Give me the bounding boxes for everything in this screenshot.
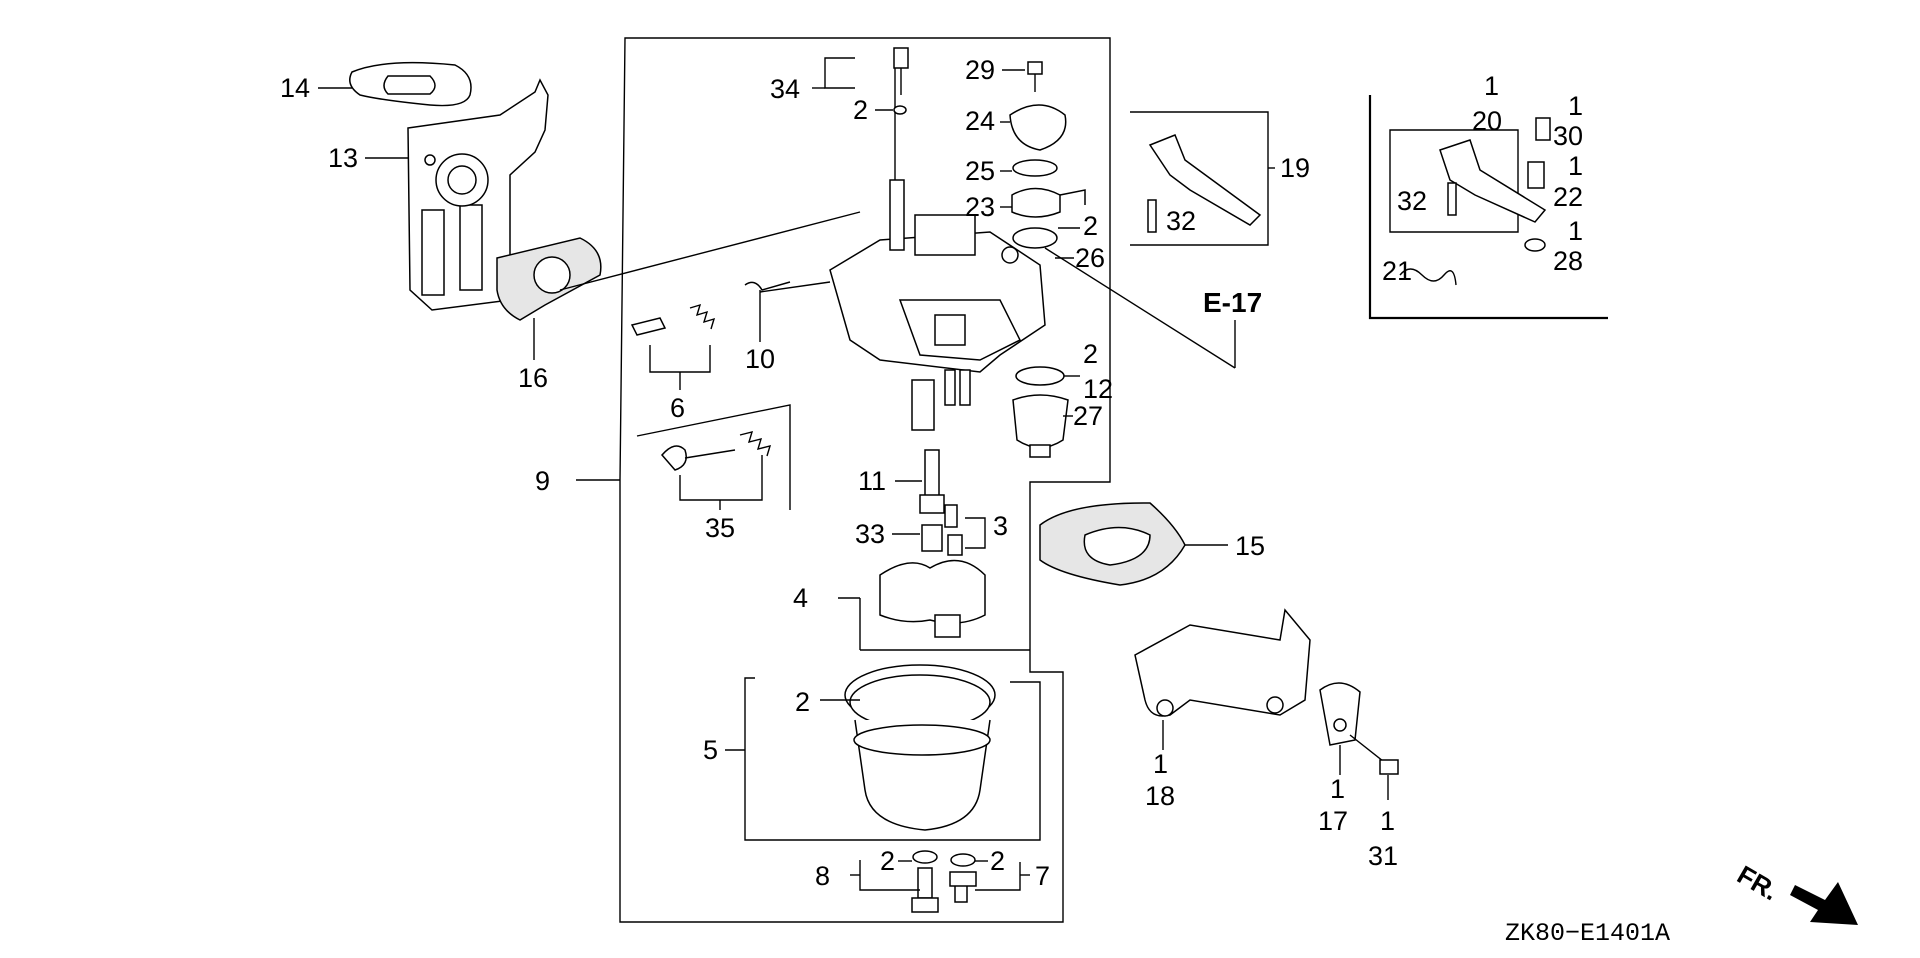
float-valve-27 bbox=[1012, 394, 1069, 458]
callout-20: 20 bbox=[1472, 106, 1502, 136]
callout-25: 25 bbox=[965, 156, 995, 186]
leader-4 bbox=[838, 597, 861, 650]
callout-6: 6 bbox=[670, 393, 685, 423]
assembly-frame bbox=[619, 37, 1111, 923]
pilot-screw-35 bbox=[661, 431, 772, 471]
callout-8: 8 bbox=[815, 861, 830, 891]
group-20-frame bbox=[1368, 95, 1608, 320]
callout-1-g: 1 bbox=[1380, 806, 1395, 836]
callout-28: 28 bbox=[1553, 246, 1583, 276]
callout-1-e: 1 bbox=[1153, 749, 1168, 779]
callout-2-e: 2 bbox=[880, 846, 895, 876]
callout-17: 17 bbox=[1318, 806, 1348, 836]
callout-10: 10 bbox=[745, 344, 775, 374]
callout-2-f: 2 bbox=[990, 846, 1005, 876]
front-label: FR. bbox=[1732, 859, 1783, 906]
callout-11: 11 bbox=[858, 466, 886, 496]
choke-lever-19 bbox=[1147, 134, 1262, 233]
leader-7 bbox=[975, 862, 1021, 891]
idle-screw-6 bbox=[630, 281, 831, 336]
clamp-17 bbox=[1319, 682, 1361, 746]
leader-E17 bbox=[1044, 247, 1236, 369]
callout-34: 34 bbox=[770, 74, 800, 104]
front-direction-arrow bbox=[1790, 882, 1858, 925]
callout-32-a: 32 bbox=[1166, 206, 1196, 236]
callout-12: 12 bbox=[1083, 374, 1113, 404]
float-bowl-5 bbox=[844, 664, 996, 831]
callout-2-d: 2 bbox=[795, 687, 810, 717]
callout-29: 29 bbox=[965, 55, 995, 85]
gasket-15 bbox=[1039, 502, 1186, 586]
leader-6 bbox=[649, 345, 711, 373]
callout-15: 15 bbox=[1235, 531, 1265, 561]
callout-1-f: 1 bbox=[1330, 774, 1345, 804]
callout-30: 30 bbox=[1553, 121, 1583, 151]
callout-16: 16 bbox=[518, 363, 548, 393]
callout-4: 4 bbox=[793, 583, 808, 613]
mounting-bracket-13 bbox=[407, 78, 549, 311]
bolt-31 bbox=[1349, 734, 1399, 775]
callout-1-c: 1 bbox=[1568, 151, 1583, 181]
o-ring-12 bbox=[1015, 366, 1065, 386]
callout-5: 5 bbox=[703, 735, 718, 765]
callout-9: 9 bbox=[535, 466, 550, 496]
callout-33: 33 bbox=[855, 519, 885, 549]
callout-14: 14 bbox=[280, 73, 310, 103]
callout-7: 7 bbox=[1035, 861, 1050, 891]
callout-24: 24 bbox=[965, 106, 995, 136]
callout-2-b: 2 bbox=[1083, 211, 1098, 241]
reference-e17: E-17 bbox=[1203, 287, 1262, 318]
main-jet-11 bbox=[919, 449, 963, 556]
insulator-16 bbox=[496, 211, 861, 321]
callout-27: 27 bbox=[1073, 401, 1103, 431]
callout-26: 26 bbox=[1075, 243, 1105, 273]
callout-32-b: 32 bbox=[1397, 186, 1427, 216]
callout-19: 19 bbox=[1280, 153, 1310, 183]
callout-23: 23 bbox=[965, 192, 995, 222]
callout-2-top: 2 bbox=[853, 95, 868, 125]
float-4 bbox=[879, 559, 986, 638]
callout-35: 35 bbox=[705, 513, 735, 543]
gasket-14 bbox=[349, 61, 472, 107]
leader-35 bbox=[679, 455, 763, 501]
bracket-plate-18 bbox=[1134, 608, 1311, 717]
callout-3: 3 bbox=[993, 511, 1008, 541]
callout-22: 22 bbox=[1553, 182, 1583, 212]
drain-bolts bbox=[911, 850, 977, 913]
callout-21: 21 bbox=[1382, 256, 1412, 286]
leader-3 bbox=[965, 517, 986, 549]
callout-13: 13 bbox=[328, 143, 358, 173]
callout-18: 18 bbox=[1145, 781, 1175, 811]
callout-1-b: 1 bbox=[1568, 91, 1583, 121]
leader-34 bbox=[824, 57, 855, 89]
callout-1-d: 1 bbox=[1568, 216, 1583, 246]
carburetor-body bbox=[829, 60, 1046, 431]
leader-8 bbox=[859, 860, 920, 891]
solenoid-stack bbox=[1001, 61, 1086, 264]
diagram-code: ZK80−E1401A bbox=[1505, 919, 1670, 948]
group-35-frame bbox=[636, 404, 791, 510]
group-20-box bbox=[1389, 129, 1519, 233]
leader-5 bbox=[744, 677, 780, 841]
group-19-frame bbox=[1130, 111, 1269, 246]
callout-31: 31 bbox=[1368, 841, 1398, 871]
throttle-lever-20 bbox=[1399, 117, 1551, 286]
bowl-frame bbox=[780, 681, 1041, 841]
callout-2-c: 2 bbox=[1083, 339, 1098, 369]
callout-1-a: 1 bbox=[1484, 71, 1499, 101]
drain-screw-34 bbox=[893, 47, 909, 115]
